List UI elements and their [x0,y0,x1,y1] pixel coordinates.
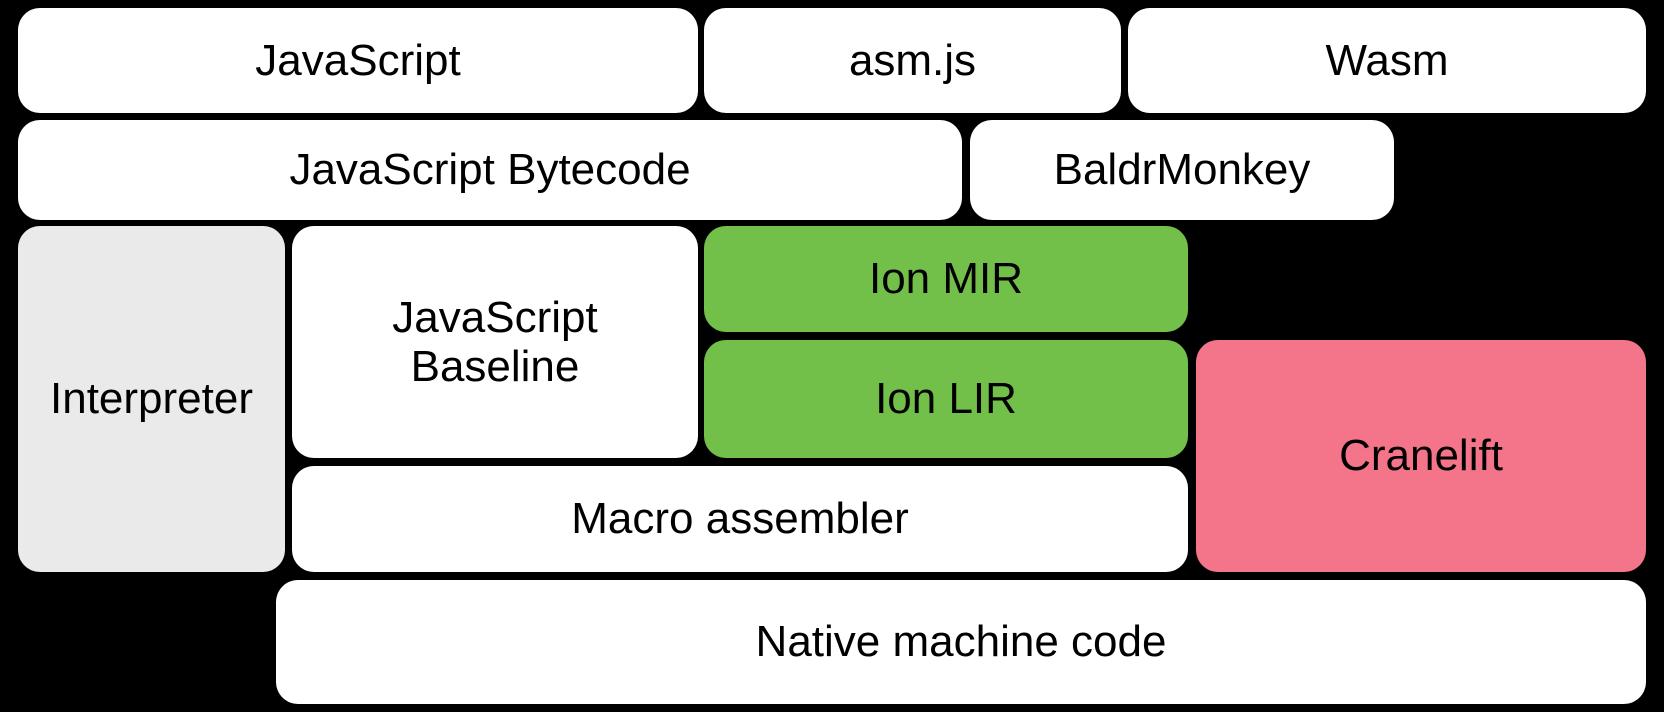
node-cranelift: Cranelift [1196,340,1646,572]
node-ion-lir-label: Ion LIR [875,374,1017,424]
node-macro-assembler: Macro assembler [292,466,1188,572]
node-javascript-bytecode: JavaScript Bytecode [18,120,962,220]
node-baldrmonkey-label: BaldrMonkey [1053,145,1311,195]
node-javascript: JavaScript [18,8,698,113]
node-javascript-label: JavaScript [255,35,461,85]
node-javascript-bytecode-label: JavaScript Bytecode [289,145,691,195]
node-interpreter-label: Interpreter [50,374,253,424]
node-asmjs: asm.js [704,8,1121,113]
node-baldrmonkey: BaldrMonkey [970,120,1394,220]
node-ion-mir: Ion MIR [704,226,1188,332]
node-cranelift-label: Cranelift [1339,431,1503,481]
node-interpreter: Interpreter [18,226,285,572]
node-native-machine-code-label: Native machine code [755,617,1167,667]
node-javascript-baseline: JavaScript Baseline [292,226,698,458]
node-wasm-label: Wasm [1325,35,1449,85]
node-native-machine-code: Native machine code [276,580,1646,704]
node-ion-lir: Ion LIR [704,340,1188,458]
node-macro-assembler-label: Macro assembler [571,494,909,544]
node-asmjs-label: asm.js [848,35,977,85]
node-ion-mir-label: Ion MIR [868,254,1024,304]
node-wasm: Wasm [1128,8,1646,113]
node-javascript-baseline-label: JavaScript Baseline [392,292,598,391]
